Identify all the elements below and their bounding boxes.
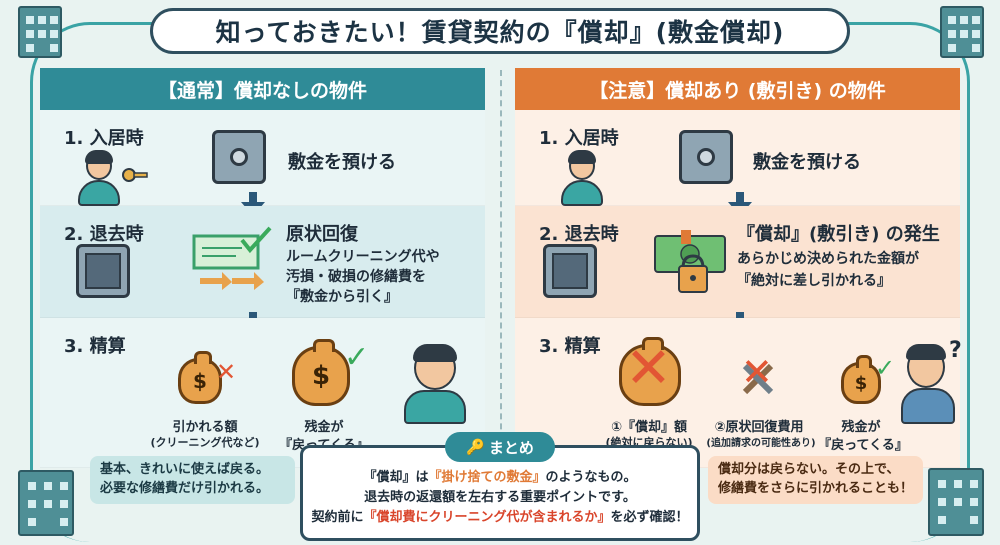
left-note: 基本、きれいに使えば戻る。 必要な修繕費だけ引かれる。 [90, 456, 295, 504]
right-step2-label: 2. 退去時 [539, 224, 619, 245]
check-icon: ✓ [875, 354, 896, 382]
summary-tag-label: まとめ [488, 438, 534, 457]
building-icon-top-left [18, 6, 62, 58]
safe-icon [212, 130, 266, 184]
key-icon [122, 166, 148, 184]
panel-divider [500, 70, 502, 490]
cross-icon: ✕ [625, 336, 672, 401]
right-note-line1: 償却分は戻らない。その上で、 [718, 462, 900, 477]
right-return-line2: 『戻ってくる』 [818, 438, 908, 453]
left-step1-row: 1. 入居時 敷金を預ける [40, 110, 485, 206]
question-mark-icon: ? [949, 338, 962, 363]
receipt-check-icon [192, 226, 274, 292]
summary-box: 🔑 まとめ 『償却』は『掛け捨ての敷金』のようなもの。 退去時の返還額を左右する… [300, 432, 700, 541]
happy-person-icon [402, 344, 468, 426]
building-icon-top-right [940, 6, 984, 58]
right-item2-line1: ②原状回復費用 [714, 420, 804, 435]
left-step2-line3: 『敷金から引く』 [286, 289, 398, 305]
locked-cash-icon [653, 228, 731, 298]
left-step1-text: 敷金を預ける [288, 152, 396, 173]
money-bag-icon: $ [178, 351, 222, 404]
right-step2-line2: 『絶対に差し引かれる』 [737, 273, 891, 289]
right-item1-line1: ①『償却』額 [610, 420, 687, 435]
person-icon [559, 150, 605, 208]
panel-caution: 【注意】償却あり (敷引き) の物件 1. 入居時 敷金を預ける 2. 退去時 … [515, 68, 962, 508]
left-step2-heading: 原状回復 [286, 224, 358, 245]
left-note-line1: 基本、きれいに使えば戻る。 [100, 462, 270, 477]
open-safe-icon [543, 244, 597, 298]
open-safe-icon [76, 244, 130, 298]
arrow-stem [736, 192, 744, 204]
summary-text: 『償却』は『掛け捨ての敷金』のようなもの。 退去時の返還額を左右する重要ポイント… [303, 468, 697, 528]
panel-normal-header: 【通常】償却なしの物件 [40, 68, 485, 110]
left-note-line2: 必要な修繕費だけ引かれる。 [100, 480, 270, 496]
left-deduct-sub: (クリーニング代など) [150, 436, 260, 449]
cross-icon: ✕ [741, 350, 773, 394]
worried-person-icon [899, 344, 955, 426]
summary-tag: 🔑 まとめ [445, 432, 555, 462]
left-step2-label: 2. 退去時 [64, 224, 144, 245]
right-step3-label: 3. 精算 [539, 336, 601, 357]
right-return-line1: 残金が [841, 420, 881, 435]
money-bag-icon: $ [292, 339, 350, 406]
left-deduct-label: 引かれる額 [172, 420, 238, 435]
check-icon: ✓ [344, 340, 370, 375]
arrow-stem [249, 192, 257, 204]
building-icon-bottom-left [18, 470, 74, 536]
safe-icon [679, 130, 733, 184]
building-icon-bottom-right [928, 468, 984, 536]
right-item2-line2: (追加請求の可能性あり) [706, 438, 816, 449]
page-title: 知っておきたい！賃貸契約の『償却』(敷金償却) [150, 8, 850, 54]
panel-caution-header: 【注意】償却あり (敷引き) の物件 [515, 68, 960, 110]
left-step3-row: 3. 精算 $ ✕ 引かれる額 (クリーニング代など) $ ✓ 残金が 『戻って… [40, 318, 485, 468]
left-return-line1: 残金が [304, 420, 344, 435]
right-step2-row: 2. 退去時 『償却』(敷引き) の発生 あらかじめ決められた金額が 『絶対に差… [515, 206, 960, 318]
left-step1-label: 1. 入居時 [64, 128, 144, 149]
summary-line3: 契約前に『償却費にクリーニング代が含まれるか』を必ず確認！ [311, 510, 689, 526]
right-step1-text: 敷金を預ける [753, 152, 861, 173]
money-bag-icon: $ [841, 355, 881, 404]
panel-normal: 【通常】償却なしの物件 1. 入居時 敷金を預ける 2. 退去時 原状回復 ルー [40, 68, 485, 508]
money-bag-icon [619, 337, 681, 406]
left-step2-line1: ルームクリーニング代や [286, 249, 440, 265]
left-step2-row: 2. 退去時 原状回復 ルームクリーニング代や 汚損・破損の修繕費を 『敷金から… [40, 206, 485, 318]
right-step1-label: 1. 入居時 [539, 128, 619, 149]
summary-line1: 『償却』は『掛け捨ての敷金』のようなもの。 [363, 470, 637, 485]
cross-icon: ✕ [216, 358, 237, 386]
right-note: 償却分は戻らない。その上で、 修繕費をさらに引かれることも！ [708, 456, 923, 504]
left-step2-line2: 汚損・破損の修繕費を [286, 269, 426, 285]
left-step3-label: 3. 精算 [64, 336, 126, 357]
right-step2-line1: あらかじめ決められた金額が [737, 251, 919, 267]
key-icon: 🔑 [466, 438, 485, 456]
right-step3-row: 3. 精算 ✕ ①『償却』額 (絶対に戻らない) ✕ ②原状回復費用 (追加請求… [515, 318, 962, 468]
person-icon [76, 150, 122, 208]
right-note-line2: 修繕費をさらに引かれることも！ [718, 480, 914, 496]
summary-line2: 退去時の返還額を左右する重要ポイントです。 [364, 490, 636, 506]
tools-icon [737, 358, 779, 400]
right-step2-heading: 『償却』(敷引き) の発生 [737, 224, 940, 245]
